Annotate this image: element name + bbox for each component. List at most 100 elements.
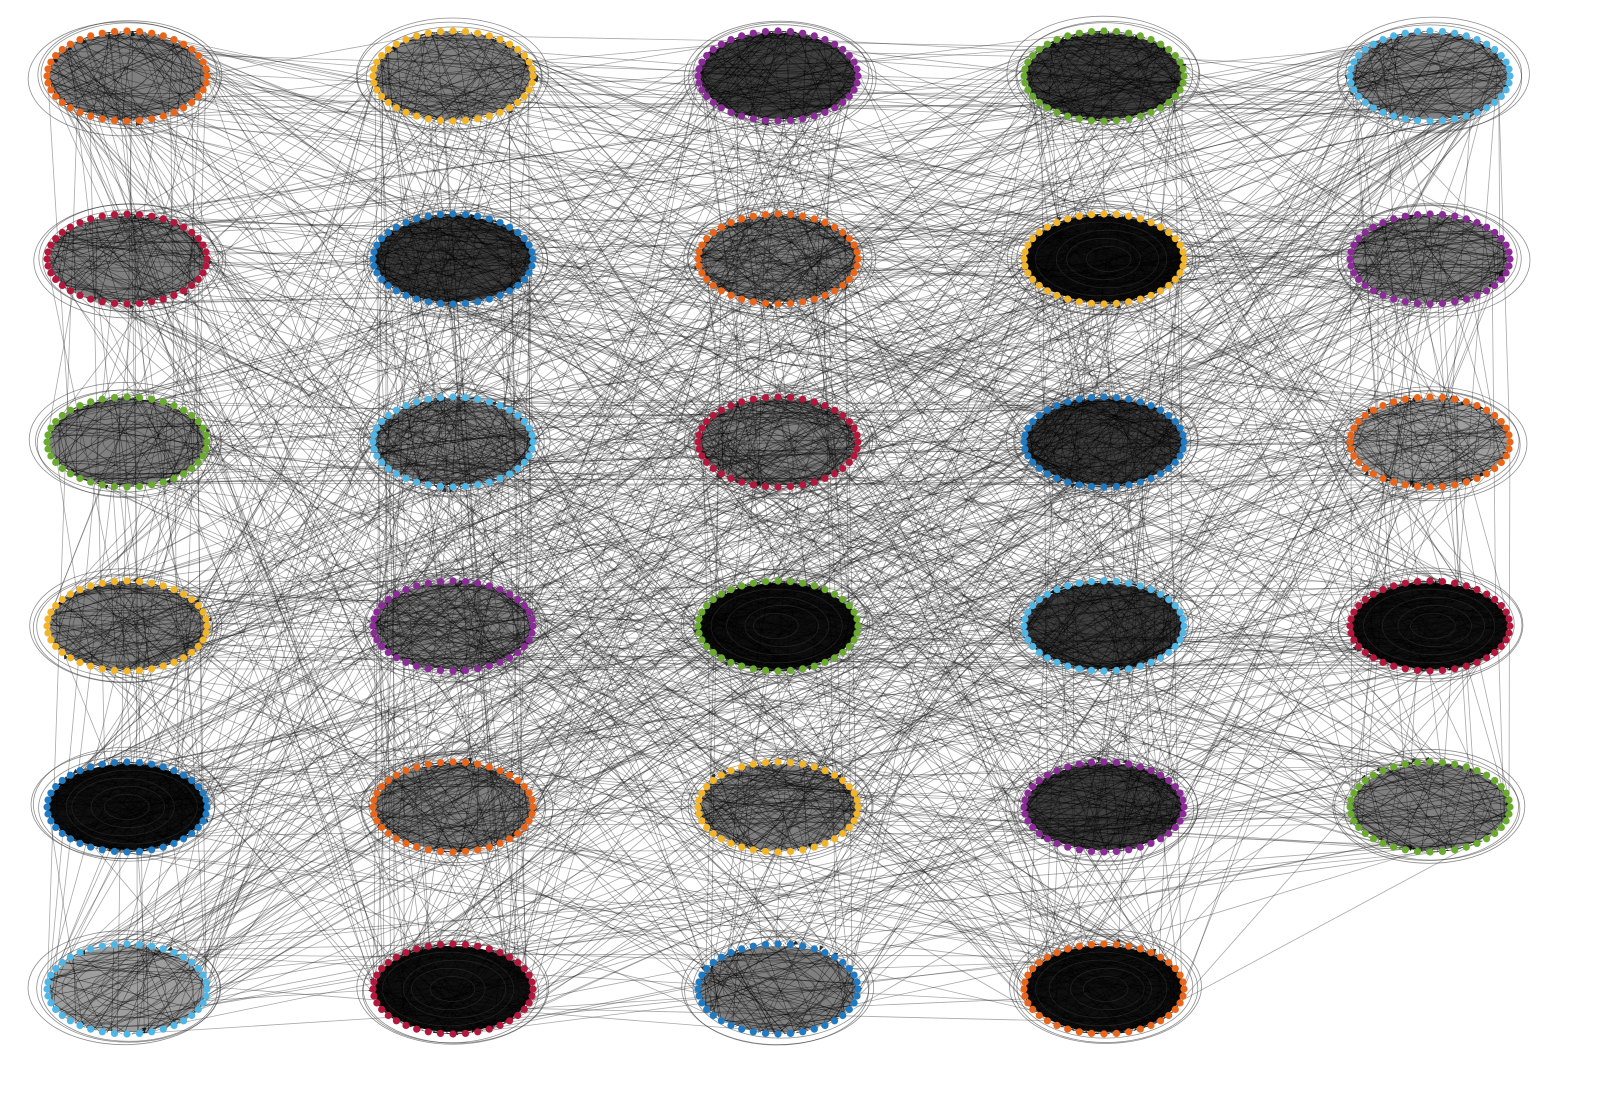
graph-edge bbox=[128, 51, 1498, 945]
intra-cluster-edge bbox=[425, 834, 516, 850]
intra-cluster-edge bbox=[1035, 52, 1092, 121]
graph-node bbox=[402, 767, 410, 775]
graph-edge bbox=[1168, 455, 1355, 834]
graph-node bbox=[528, 810, 536, 818]
intra-cluster-edge bbox=[1351, 587, 1471, 619]
graph-node bbox=[1451, 665, 1459, 673]
graph-node bbox=[378, 823, 386, 832]
intra-cluster-edge bbox=[94, 419, 197, 484]
graph-node bbox=[514, 281, 522, 290]
intra-cluster-edge bbox=[138, 767, 166, 852]
graph-node bbox=[461, 299, 470, 307]
graph-edge bbox=[833, 455, 1355, 958]
graph-node bbox=[384, 776, 392, 785]
graph-node bbox=[1165, 281, 1173, 290]
intra-cluster-edge bbox=[59, 51, 205, 89]
graph-node bbox=[135, 211, 144, 219]
cluster-inner-ring bbox=[399, 412, 504, 472]
graph-node bbox=[159, 763, 167, 771]
graph-node bbox=[159, 295, 167, 303]
graph-edge bbox=[197, 463, 516, 961]
graph-node bbox=[384, 464, 392, 473]
graph-edge bbox=[456, 851, 704, 974]
graph-node bbox=[1125, 29, 1133, 37]
intra-cluster-edge bbox=[1407, 258, 1511, 303]
graph-edge bbox=[150, 118, 1130, 765]
graph-edge bbox=[204, 452, 374, 806]
graph-edge bbox=[856, 670, 1091, 982]
graph-node bbox=[1438, 299, 1447, 307]
cluster-halo bbox=[683, 202, 877, 317]
graph-node bbox=[1473, 474, 1481, 482]
graph-edge bbox=[832, 474, 1377, 1022]
intra-cluster-edge bbox=[718, 45, 835, 109]
graph-node bbox=[717, 406, 726, 414]
graph-edge bbox=[71, 108, 374, 446]
graph-node bbox=[1426, 393, 1434, 401]
graph-node bbox=[474, 29, 482, 37]
graph-edge bbox=[126, 81, 699, 672]
graph-node bbox=[738, 398, 746, 406]
graph-node bbox=[786, 211, 795, 219]
graph-edge bbox=[434, 106, 720, 851]
graph-node bbox=[188, 776, 196, 785]
graph-edge bbox=[46, 260, 1170, 601]
intra-cluster-edge bbox=[699, 767, 817, 818]
graph-edge bbox=[1057, 643, 1504, 953]
graph-edge bbox=[203, 93, 1504, 1003]
intra-cluster-edge bbox=[196, 419, 200, 462]
intra-cluster-edge bbox=[1358, 645, 1497, 652]
intra-cluster-edge bbox=[700, 88, 824, 114]
intra-cluster-edge bbox=[770, 762, 793, 852]
graph-node bbox=[738, 215, 746, 223]
graph-node bbox=[525, 86, 533, 94]
graph-node bbox=[188, 464, 196, 473]
graph-node bbox=[1064, 662, 1072, 670]
intra-cluster-edge bbox=[701, 788, 852, 821]
intra-cluster-edge bbox=[1079, 430, 1182, 486]
graph-node bbox=[148, 395, 156, 403]
intra-cluster-edge bbox=[383, 784, 470, 852]
graph-node bbox=[180, 287, 188, 295]
graph-node bbox=[774, 27, 782, 35]
graph-node bbox=[52, 235, 60, 243]
graph-edge bbox=[128, 303, 511, 777]
graph-node bbox=[76, 219, 84, 227]
graph-edge bbox=[1174, 463, 1365, 834]
graph-edge bbox=[728, 213, 1107, 1025]
intra-cluster-edge bbox=[377, 398, 477, 457]
intra-cluster-edge bbox=[700, 214, 796, 271]
graph-edge bbox=[84, 113, 1054, 408]
graph-node bbox=[373, 452, 381, 460]
intra-cluster-edge bbox=[153, 788, 201, 850]
intra-cluster-edge bbox=[53, 396, 125, 461]
graph-edge bbox=[86, 655, 514, 951]
graph-node bbox=[436, 847, 445, 856]
intra-cluster-edge bbox=[698, 434, 743, 483]
graph-node bbox=[1483, 470, 1491, 478]
graph-node bbox=[402, 839, 410, 848]
graph-edge bbox=[513, 31, 791, 656]
intra-cluster-edge bbox=[504, 248, 532, 294]
graph-edge bbox=[67, 44, 141, 671]
graph-edge bbox=[508, 108, 518, 653]
cluster-inner-ring bbox=[1368, 38, 1501, 114]
graph-node bbox=[738, 662, 746, 670]
graph-node bbox=[1024, 241, 1032, 249]
graph-edge bbox=[1350, 68, 1413, 852]
graph-node bbox=[485, 32, 493, 40]
cluster-inner-ring bbox=[1363, 221, 1496, 297]
intra-cluster-edge bbox=[399, 592, 467, 671]
intra-cluster-edge bbox=[60, 600, 152, 670]
graph-edge bbox=[1030, 582, 1407, 1008]
graph-edge bbox=[46, 261, 1167, 962]
graph-edge bbox=[401, 222, 1383, 409]
intra-cluster-edge bbox=[119, 580, 205, 616]
graph-edge bbox=[1171, 99, 1393, 587]
graph-node bbox=[1176, 269, 1184, 277]
intra-cluster-edge bbox=[1026, 217, 1073, 249]
graph-edge bbox=[1046, 290, 1419, 763]
intra-cluster-edge bbox=[1352, 613, 1366, 653]
graph-edge bbox=[1109, 118, 1407, 672]
intra-cluster-edge bbox=[797, 255, 858, 303]
